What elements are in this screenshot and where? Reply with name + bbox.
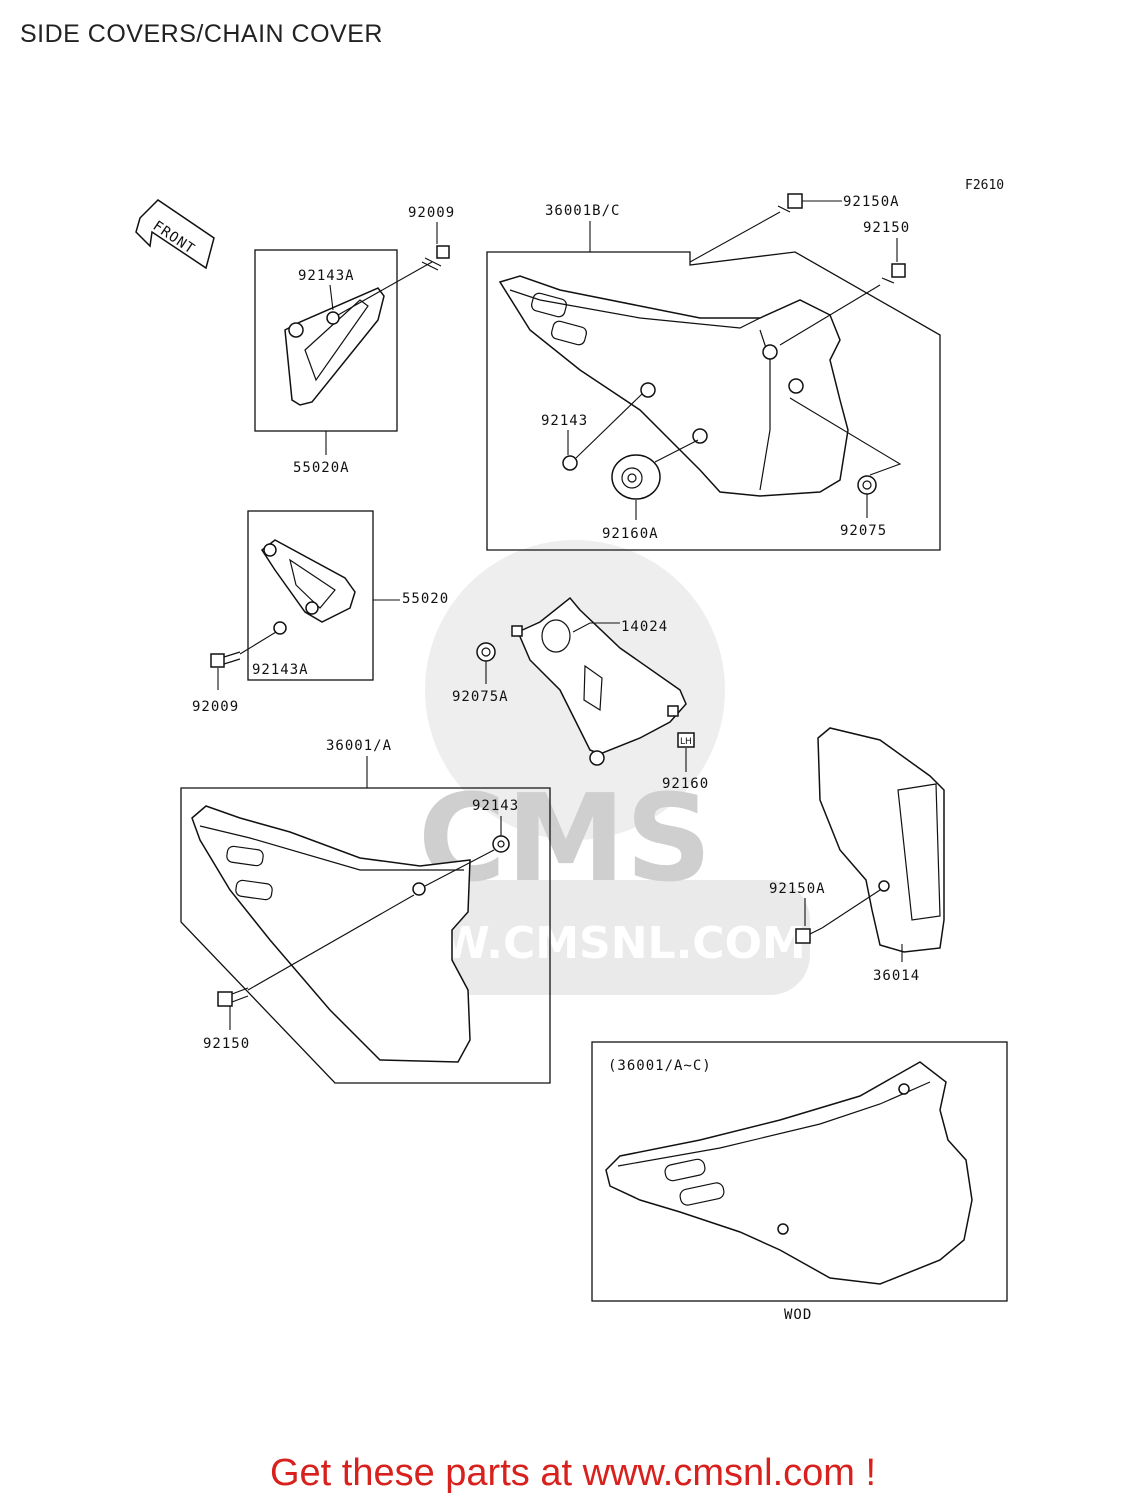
nut-92075A [476, 642, 496, 662]
front-arrow-icon: FRONT [135, 199, 215, 270]
footer-promo: Get these parts at www.cmsnl.com ! [269, 1452, 877, 1494]
label-36014: 36014 [873, 968, 920, 984]
label-92143A-top: 92143A [298, 268, 355, 284]
label-14024: 14024 [621, 619, 668, 635]
label-inset-ref: (36001/A~C) [608, 1058, 712, 1074]
side-cover-inset [605, 1061, 973, 1285]
label-92143-low: 92143 [472, 798, 519, 814]
side-cover-36001A [191, 805, 471, 1063]
collar-92143A-top [326, 311, 340, 325]
page-title: SIDE COVERS/CHAIN COVER [20, 20, 383, 48]
chain-cover-14024 [511, 596, 687, 766]
chain-guard-36014 [817, 727, 945, 953]
bolt-92009-mid [210, 651, 241, 668]
label-92009-top: 92009 [408, 205, 455, 221]
nut-92075 [857, 475, 877, 495]
label-92160: 92160 [662, 776, 709, 792]
inset-box-wod [591, 1041, 1008, 1302]
group-box-36001A [180, 787, 551, 1084]
label-92075A: 92075A [452, 689, 509, 705]
label-92150-top: 92150 [863, 220, 910, 236]
label-92150A-top: 92150A [843, 194, 900, 210]
bracket-55020A [284, 287, 385, 406]
label-92143A-mid: 92143A [252, 662, 309, 678]
label-92075: 92075 [840, 523, 887, 539]
grommet-92143-low [492, 835, 510, 853]
collar-92143A-mid [273, 621, 287, 635]
label-92009-mid: 92009 [192, 699, 239, 715]
label-92143-mid: 92143 [541, 413, 588, 429]
bracket-55020 [260, 539, 356, 623]
bolt-92150-low [217, 987, 249, 1007]
bolt-92009-top [421, 245, 450, 271]
grommet-92143-mid [562, 455, 578, 471]
clip-92160: LH [677, 732, 695, 748]
figure-code: F2610 [965, 178, 1005, 193]
side-cover-36001BC [498, 275, 849, 497]
bolt-92150-top [881, 263, 906, 284]
label-inset-caption: WOD [784, 1307, 812, 1323]
group-box-36001BC [486, 251, 941, 551]
label-55020A: 55020A [293, 460, 350, 476]
damper-92160A [611, 454, 661, 500]
group-box-55020 [247, 510, 374, 681]
label-92150A-low: 92150A [769, 881, 826, 897]
label-92160A: 92160A [602, 526, 659, 542]
bolt-92150A-top [777, 193, 803, 213]
bolt-92150A-low [795, 927, 823, 944]
label-36001A: 36001/A [326, 738, 392, 754]
label-55020: 55020 [402, 591, 449, 607]
label-36001BC: 36001B/C [545, 203, 620, 219]
svg-text:LH: LH [680, 737, 692, 747]
label-92150-low: 92150 [203, 1036, 250, 1052]
